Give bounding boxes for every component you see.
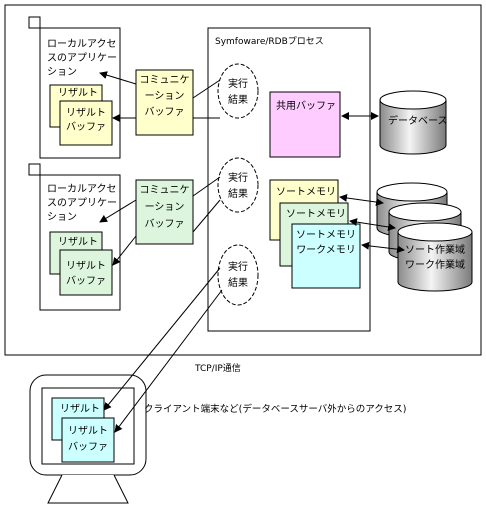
app2-result-front-line1: リザルト <box>66 261 106 272</box>
exec3-line1: 実行 <box>228 262 248 273</box>
exec3-line2: 結果 <box>228 278 248 289</box>
client-result-front <box>61 417 115 463</box>
client-result-front-line1: リザルト <box>68 426 108 437</box>
exec-result-3 <box>217 244 259 306</box>
sort-memory-2-label: ソートメモリ <box>286 209 346 220</box>
tcpip-label: TCP/IP通信 <box>195 364 241 374</box>
app1-result-front-line2: バッファ <box>66 122 106 133</box>
exec-result-1 <box>217 63 259 119</box>
work-area-cylinder-3 <box>397 222 473 292</box>
database-label: データベース <box>388 116 448 127</box>
line-exec2-to-comm2b <box>192 199 221 233</box>
line-exec2-to-comm2a <box>192 176 221 197</box>
app1-title-line2: スのアプリケー <box>47 53 117 64</box>
arrow-exec3-to-client-b <box>114 289 223 433</box>
app1-corner <box>28 16 41 29</box>
process-title: Symfoware/RDBプロセス <box>215 37 324 47</box>
arrow-sortmem1-workarea <box>339 194 384 206</box>
arrow-sortmem2-workarea <box>349 218 396 231</box>
work-area-line2: ワーク作業域 <box>405 260 465 271</box>
shared-buffer-box <box>269 91 341 158</box>
app1-comm-line3: バッファ <box>144 107 185 118</box>
arrow-comm1-to-app1 <box>99 71 137 85</box>
exec2-line1: 実行 <box>228 173 248 184</box>
app2-title-line1: ローカルアクセ <box>47 184 117 195</box>
app1-result-back-label: リザルト <box>58 88 98 99</box>
arrow-comm2-to-result2 <box>112 235 137 266</box>
app1-comm-box <box>135 69 194 136</box>
app1-title-line1: ローカルアクセ <box>47 39 117 50</box>
work-area-line1: ソート作業域 <box>405 245 465 256</box>
app2-comm-line2: ーション <box>144 202 185 213</box>
app2-title-line2: スのアプリケー <box>47 198 117 209</box>
exec1-line2: 結果 <box>228 95 248 106</box>
app2-result-front-line2: バッファ <box>66 276 106 287</box>
app1-comm-line1: コミュニケ <box>139 75 190 86</box>
app2-corner <box>28 163 41 176</box>
sort-memory-1-label: ソートメモリ <box>276 187 336 198</box>
app2-comm-box <box>135 179 194 245</box>
exec2-line2: 結果 <box>228 189 248 200</box>
client-result-back-label: リザルト <box>60 404 100 415</box>
app2-comm-line3: バッファ <box>144 219 185 230</box>
arrow-exec3-to-client-a <box>103 267 221 411</box>
exec-result-2 <box>217 157 259 213</box>
arrow-comm2-to-app2 <box>99 199 137 223</box>
line-exec1-to-comm1a <box>192 79 221 99</box>
app2-result-back-label: リザルト <box>58 237 98 248</box>
app1-result-front <box>59 100 113 146</box>
sort-memory-3-line2: ワークメモリ <box>296 245 356 256</box>
database-cylinder <box>379 90 447 155</box>
app1-result-front-line1: リザルト <box>66 108 106 119</box>
app2-comm-line1: コミュニケ <box>139 185 190 196</box>
client-result-front-line2: バッファ <box>68 442 108 453</box>
app1-title-line3: ション <box>47 67 77 78</box>
client-caption: クライアント端末など(データベースサーバ外からのアクセス) <box>144 404 407 415</box>
app2-result-front <box>59 249 113 296</box>
arrow-sortmem3-workarea <box>361 241 405 254</box>
shared-buffer-label: 共用バッファ <box>276 101 336 112</box>
app2-title-line3: ション <box>47 212 77 223</box>
sort-memory-3 <box>291 223 361 289</box>
sort-memory-3-line1: ソートメモリ <box>296 230 356 241</box>
app1-comm-line2: ーション <box>144 91 185 102</box>
exec1-line1: 実行 <box>228 79 248 90</box>
